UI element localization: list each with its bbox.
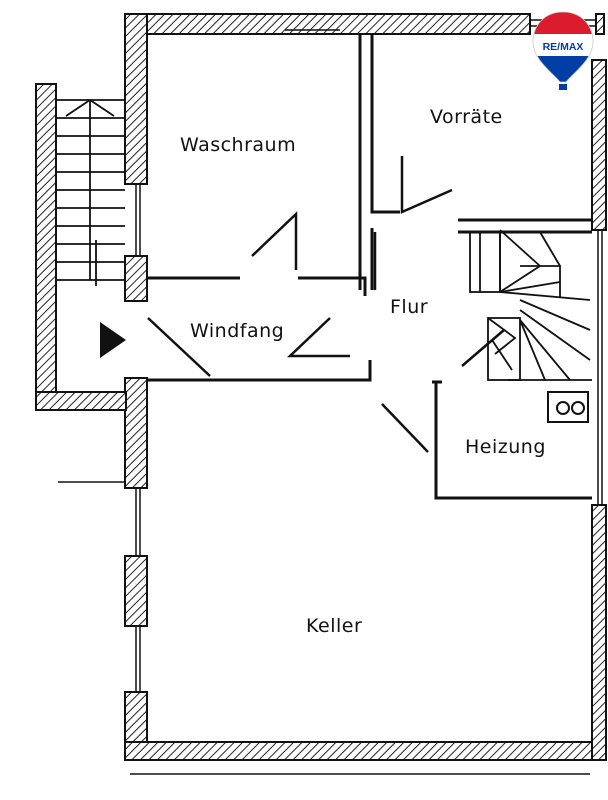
- top-wall-right: [595, 13, 605, 35]
- windfang-bottom-wall: [147, 360, 372, 382]
- door-flur-stair: [461, 329, 505, 367]
- waschraum-bottom-wall-2: [298, 276, 367, 296]
- heizung-wall: [434, 382, 592, 500]
- room-label-waschraum: Waschraum: [180, 134, 297, 156]
- outer-walls: [35, 13, 607, 761]
- remax-balloon-logo: RE/MAX: [532, 11, 594, 90]
- door-vorraete: [400, 156, 453, 214]
- left-wall-windfang: [124, 255, 148, 302]
- bottom-wall: [124, 741, 596, 761]
- door-waschraum: [251, 211, 298, 270]
- room-label-heizung: Heizung: [465, 436, 546, 458]
- boiler-icon: [556, 401, 585, 415]
- room-label-flur: Flur: [390, 296, 429, 318]
- windows: [135, 19, 603, 692]
- spiral-staircase: [469, 229, 592, 381]
- entrance-arrow-icon: [100, 322, 126, 358]
- room-label-windfang: Windfang: [190, 320, 285, 342]
- door-windfang-right: [286, 317, 350, 358]
- room-label-keller: Keller: [306, 615, 363, 637]
- logo-text: RE/MAX: [543, 41, 584, 53]
- right-wall-upper: [591, 59, 607, 231]
- left-wall-lower-a: [124, 377, 148, 489]
- stair-outer-bottom-wall: [35, 391, 127, 411]
- right-wall-lower: [591, 504, 607, 761]
- top-wall: [124, 13, 531, 35]
- left-wall-upper: [124, 13, 148, 185]
- interior-walls: [147, 34, 592, 500]
- boiler: [547, 391, 589, 423]
- left-wall-lower-b: [124, 555, 148, 627]
- door-windfang-left: [147, 317, 211, 377]
- exterior-stair: [56, 98, 125, 286]
- room-label-vorraete: Vorräte: [430, 106, 503, 128]
- stair-outer-left-wall: [35, 83, 57, 411]
- door-heizung: [381, 403, 429, 453]
- misc-lines: [58, 29, 590, 775]
- vorraete-left-wall: [370, 34, 400, 214]
- door-swings: [147, 156, 505, 453]
